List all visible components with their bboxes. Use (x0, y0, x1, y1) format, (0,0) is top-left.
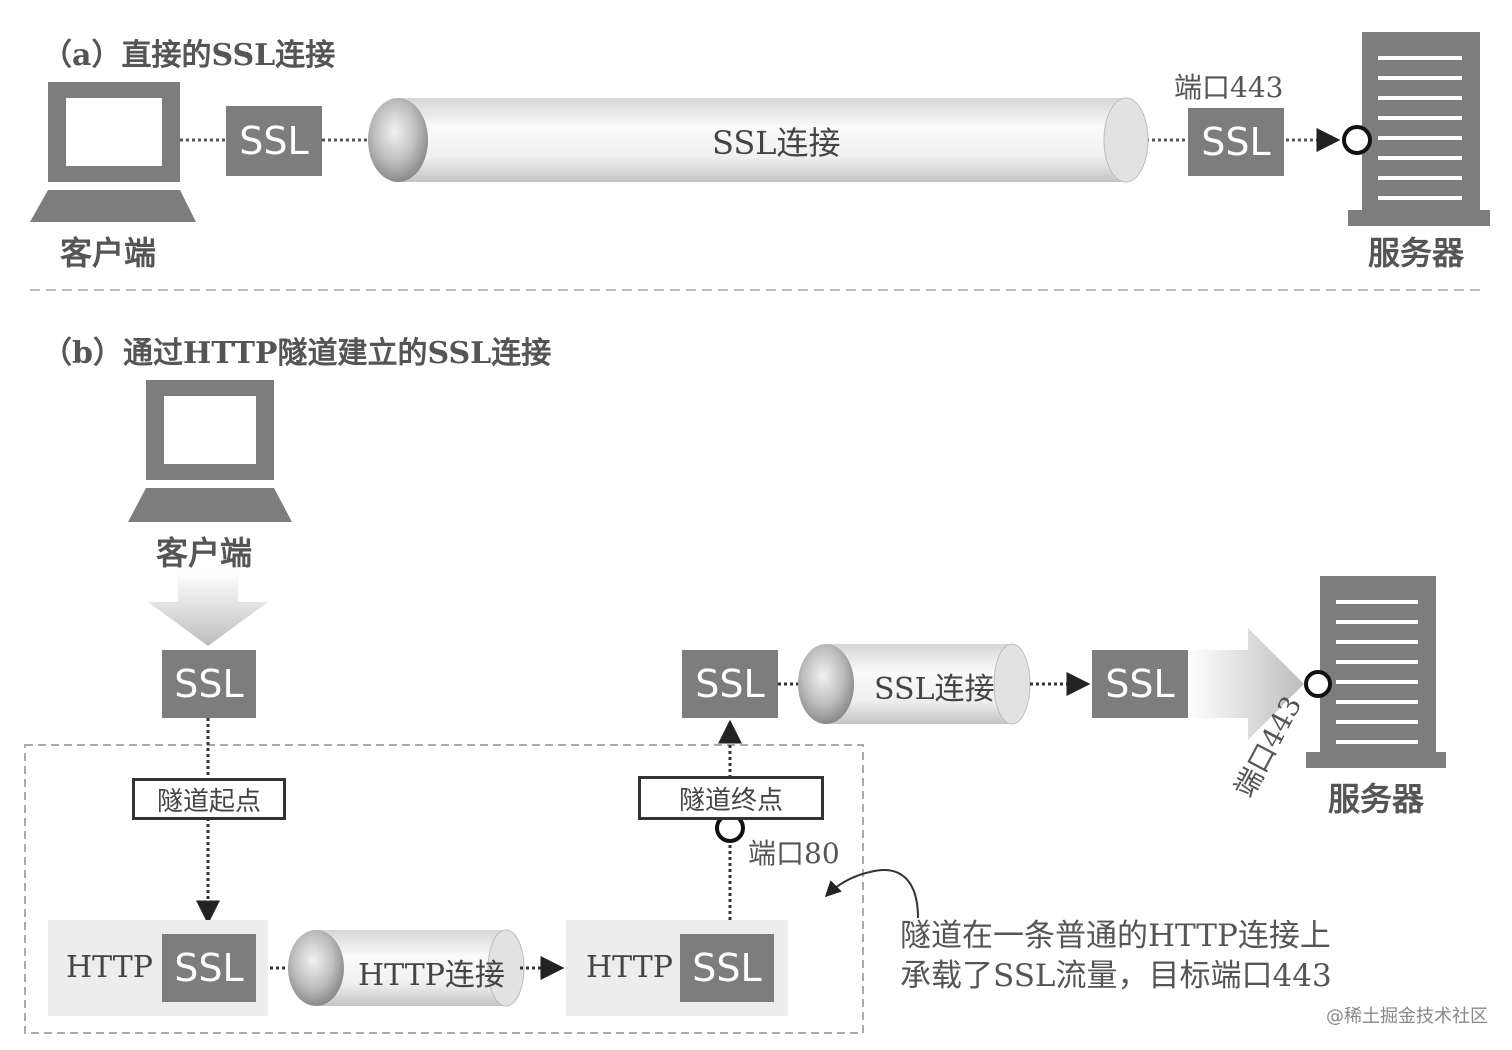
part-a-heading: （a）直接的SSL连接 (42, 38, 336, 73)
ssl-box-http-left: SSL (162, 934, 256, 1002)
ssl-box-http-right: SSL (680, 934, 774, 1002)
ssl-box-tunnel-end: SSL (682, 650, 778, 718)
port-80-label: 端口80 (748, 837, 840, 870)
server-label-b: 服务器 (1328, 780, 1425, 818)
http-label-left: HTTP (66, 950, 153, 985)
port-443-label: 端口443 (1174, 71, 1284, 104)
http-label-right: HTTP (586, 950, 673, 985)
right-arrow-icon (1188, 628, 1304, 740)
watermark: @稀土掘金技术社区 (1326, 1006, 1488, 1027)
client-computer-icon (30, 82, 196, 222)
port-443-circle (1342, 125, 1372, 155)
http-pipe-label: HTTP连接 (358, 958, 505, 993)
note-line-2: 承载了SSL流量，目标端口443 (900, 958, 1332, 994)
tunnel-region (24, 744, 864, 1034)
ssl-box-server-b: SSL (1092, 650, 1188, 718)
ssl-box-client-b: SSL (162, 650, 256, 718)
part-b-heading: （b）通过HTTP隧道建立的SSL连接 (42, 336, 552, 371)
client-label: 客户端 (60, 234, 157, 272)
ssl-pipe-label-b: SSL连接 (874, 672, 995, 707)
ssl-pipe-label: SSL连接 (712, 124, 841, 162)
tunnel-end-tag: 隧道终点 (638, 776, 824, 820)
note-line-1: 隧道在一条普通的HTTP连接上 (900, 918, 1331, 954)
callout-pointer (824, 869, 919, 919)
ssl-tunnel-pipe-small (798, 643, 1031, 725)
server-icon (1348, 32, 1490, 226)
client-computer-icon (128, 380, 292, 522)
http-tunnel-pipe (288, 929, 525, 1007)
port-443-circle-b (1304, 670, 1332, 698)
server-icon (1306, 576, 1446, 768)
server-label: 服务器 (1368, 234, 1465, 272)
ssl-tunnel-pipe (368, 97, 1149, 183)
down-arrow-icon (148, 572, 268, 646)
ssl-box-server: SSL (1188, 108, 1284, 176)
ssl-box-client: SSL (226, 106, 322, 176)
tunnel-start-tag: 隧道起点 (132, 778, 286, 820)
client-label-b: 客户端 (156, 534, 253, 572)
